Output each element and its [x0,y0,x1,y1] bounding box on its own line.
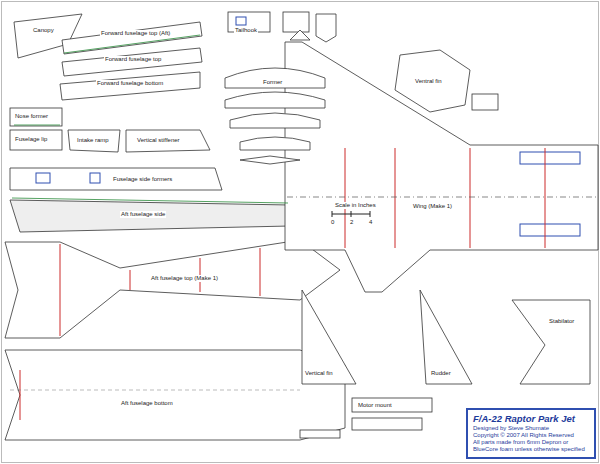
part-label: Vertical fin [304,370,334,377]
part-label: Aft fuselage side [120,211,166,218]
part-label: Tailhook [234,27,258,34]
part-label: Intake ramp [76,137,110,144]
part-label: Fuselage lip [14,136,48,143]
part-label: Rudder [430,370,452,377]
part-label: Forward fuselage top [104,56,162,63]
plan-note: Copyright © 2007 All Rights Reserved [473,432,589,439]
part-label: Canopy [32,27,55,34]
scale-number: 2 [349,219,354,226]
part-label: Aft fuselage bottom [120,400,174,407]
part-label: Nose former [14,113,49,120]
part-label: Former [262,79,283,86]
part-label: Wing (Make 1) [412,203,453,210]
part-label: Motor mount [357,402,393,409]
part-label: Ventral fin [414,78,443,85]
part-label: Forward fuselage top (Aft) [100,30,171,37]
title-block: F/A-22 Raptor Park JetDesigned by Steve … [466,408,596,459]
plan-note: All parts made from 6mm Depron or BlueCo… [473,439,589,453]
part-label: Stabilator [548,318,575,325]
plan-note: Designed by Steve Shumate [473,425,589,432]
scale-title: Scale in Inches [334,202,377,209]
part-label: Forward fuselage bottom [96,80,164,87]
part-label: Aft fuselage top (Make 1) [150,275,219,282]
scale-number: 4 [368,219,373,226]
scale-number: 0 [330,219,335,226]
part-label: Vertical stiffener [136,137,181,144]
part-label: Fuselage side formers [112,176,173,183]
plan-title: F/A-22 Raptor Park Jet [473,413,589,425]
